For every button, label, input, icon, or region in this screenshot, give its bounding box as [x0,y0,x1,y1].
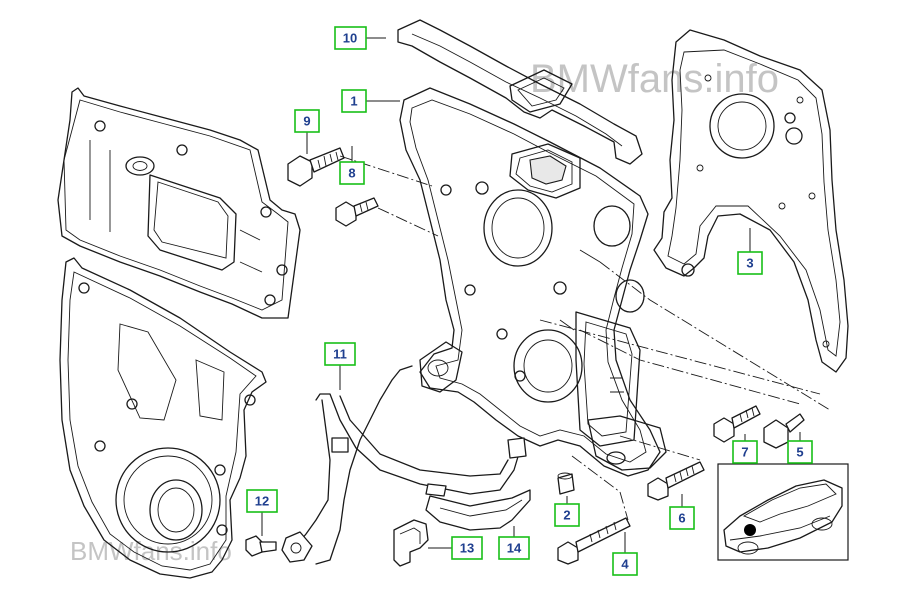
callout-7[interactable]: 7 [732,440,758,464]
callout-5[interactable]: 5 [787,440,813,464]
svg-text:7: 7 [741,445,748,460]
dowel-2 [557,472,575,495]
ref-line-7 [579,329,801,405]
clip-13 [393,519,429,567]
svg-text:14: 14 [507,541,522,556]
callout-12[interactable]: 12 [246,489,278,513]
callout-6[interactable]: 6 [669,506,695,530]
svg-text:3: 3 [746,256,753,271]
gasket-rear-plate [653,29,849,373]
svg-text:8: 8 [348,166,355,181]
timing-case-housing [399,87,667,477]
svg-text:10: 10 [343,31,357,46]
svg-text:4: 4 [621,557,629,572]
bolt-8 [335,197,379,227]
svg-text:9: 9 [303,114,310,129]
ref-line-5 [599,261,831,411]
callout-10[interactable]: 10 [334,26,367,50]
svg-text:6: 6 [678,511,685,526]
callout-8[interactable]: 8 [339,161,365,185]
gasket-top [397,19,643,165]
bolt-6 [647,461,705,501]
bolt-9 [287,147,345,187]
callout-4[interactable]: 4 [612,552,638,576]
ref-line-8 [377,207,439,237]
upper-timing-cover [57,87,301,319]
callout-13[interactable]: 13 [451,536,483,560]
sensor-cable-11 [281,365,527,565]
svg-text:1: 1 [350,94,357,109]
ref-line-6 [619,435,701,461]
lower-timing-cover [59,257,267,579]
svg-text:11: 11 [333,347,347,362]
callout-1[interactable]: 1 [341,89,367,113]
ref-line-4 [571,455,629,521]
callout-3[interactable]: 3 [737,251,763,275]
location-marker-icon [744,524,756,536]
callout-14[interactable]: 14 [498,536,530,560]
bolt-4 [557,517,631,565]
callout-2[interactable]: 2 [554,503,580,527]
callout-11[interactable]: 11 [324,342,356,366]
svg-text:12: 12 [255,494,269,509]
bracket-14 [425,489,531,531]
svg-text:13: 13 [460,541,474,556]
svg-text:5: 5 [796,445,803,460]
ref-line-9 [339,155,433,187]
bolt-12 [245,535,277,557]
ref-line-extra [539,319,821,395]
svg-text:2: 2 [563,508,570,523]
bolt-7 [713,405,761,443]
car-thumbnail [717,463,849,561]
callout-9[interactable]: 9 [294,109,320,133]
